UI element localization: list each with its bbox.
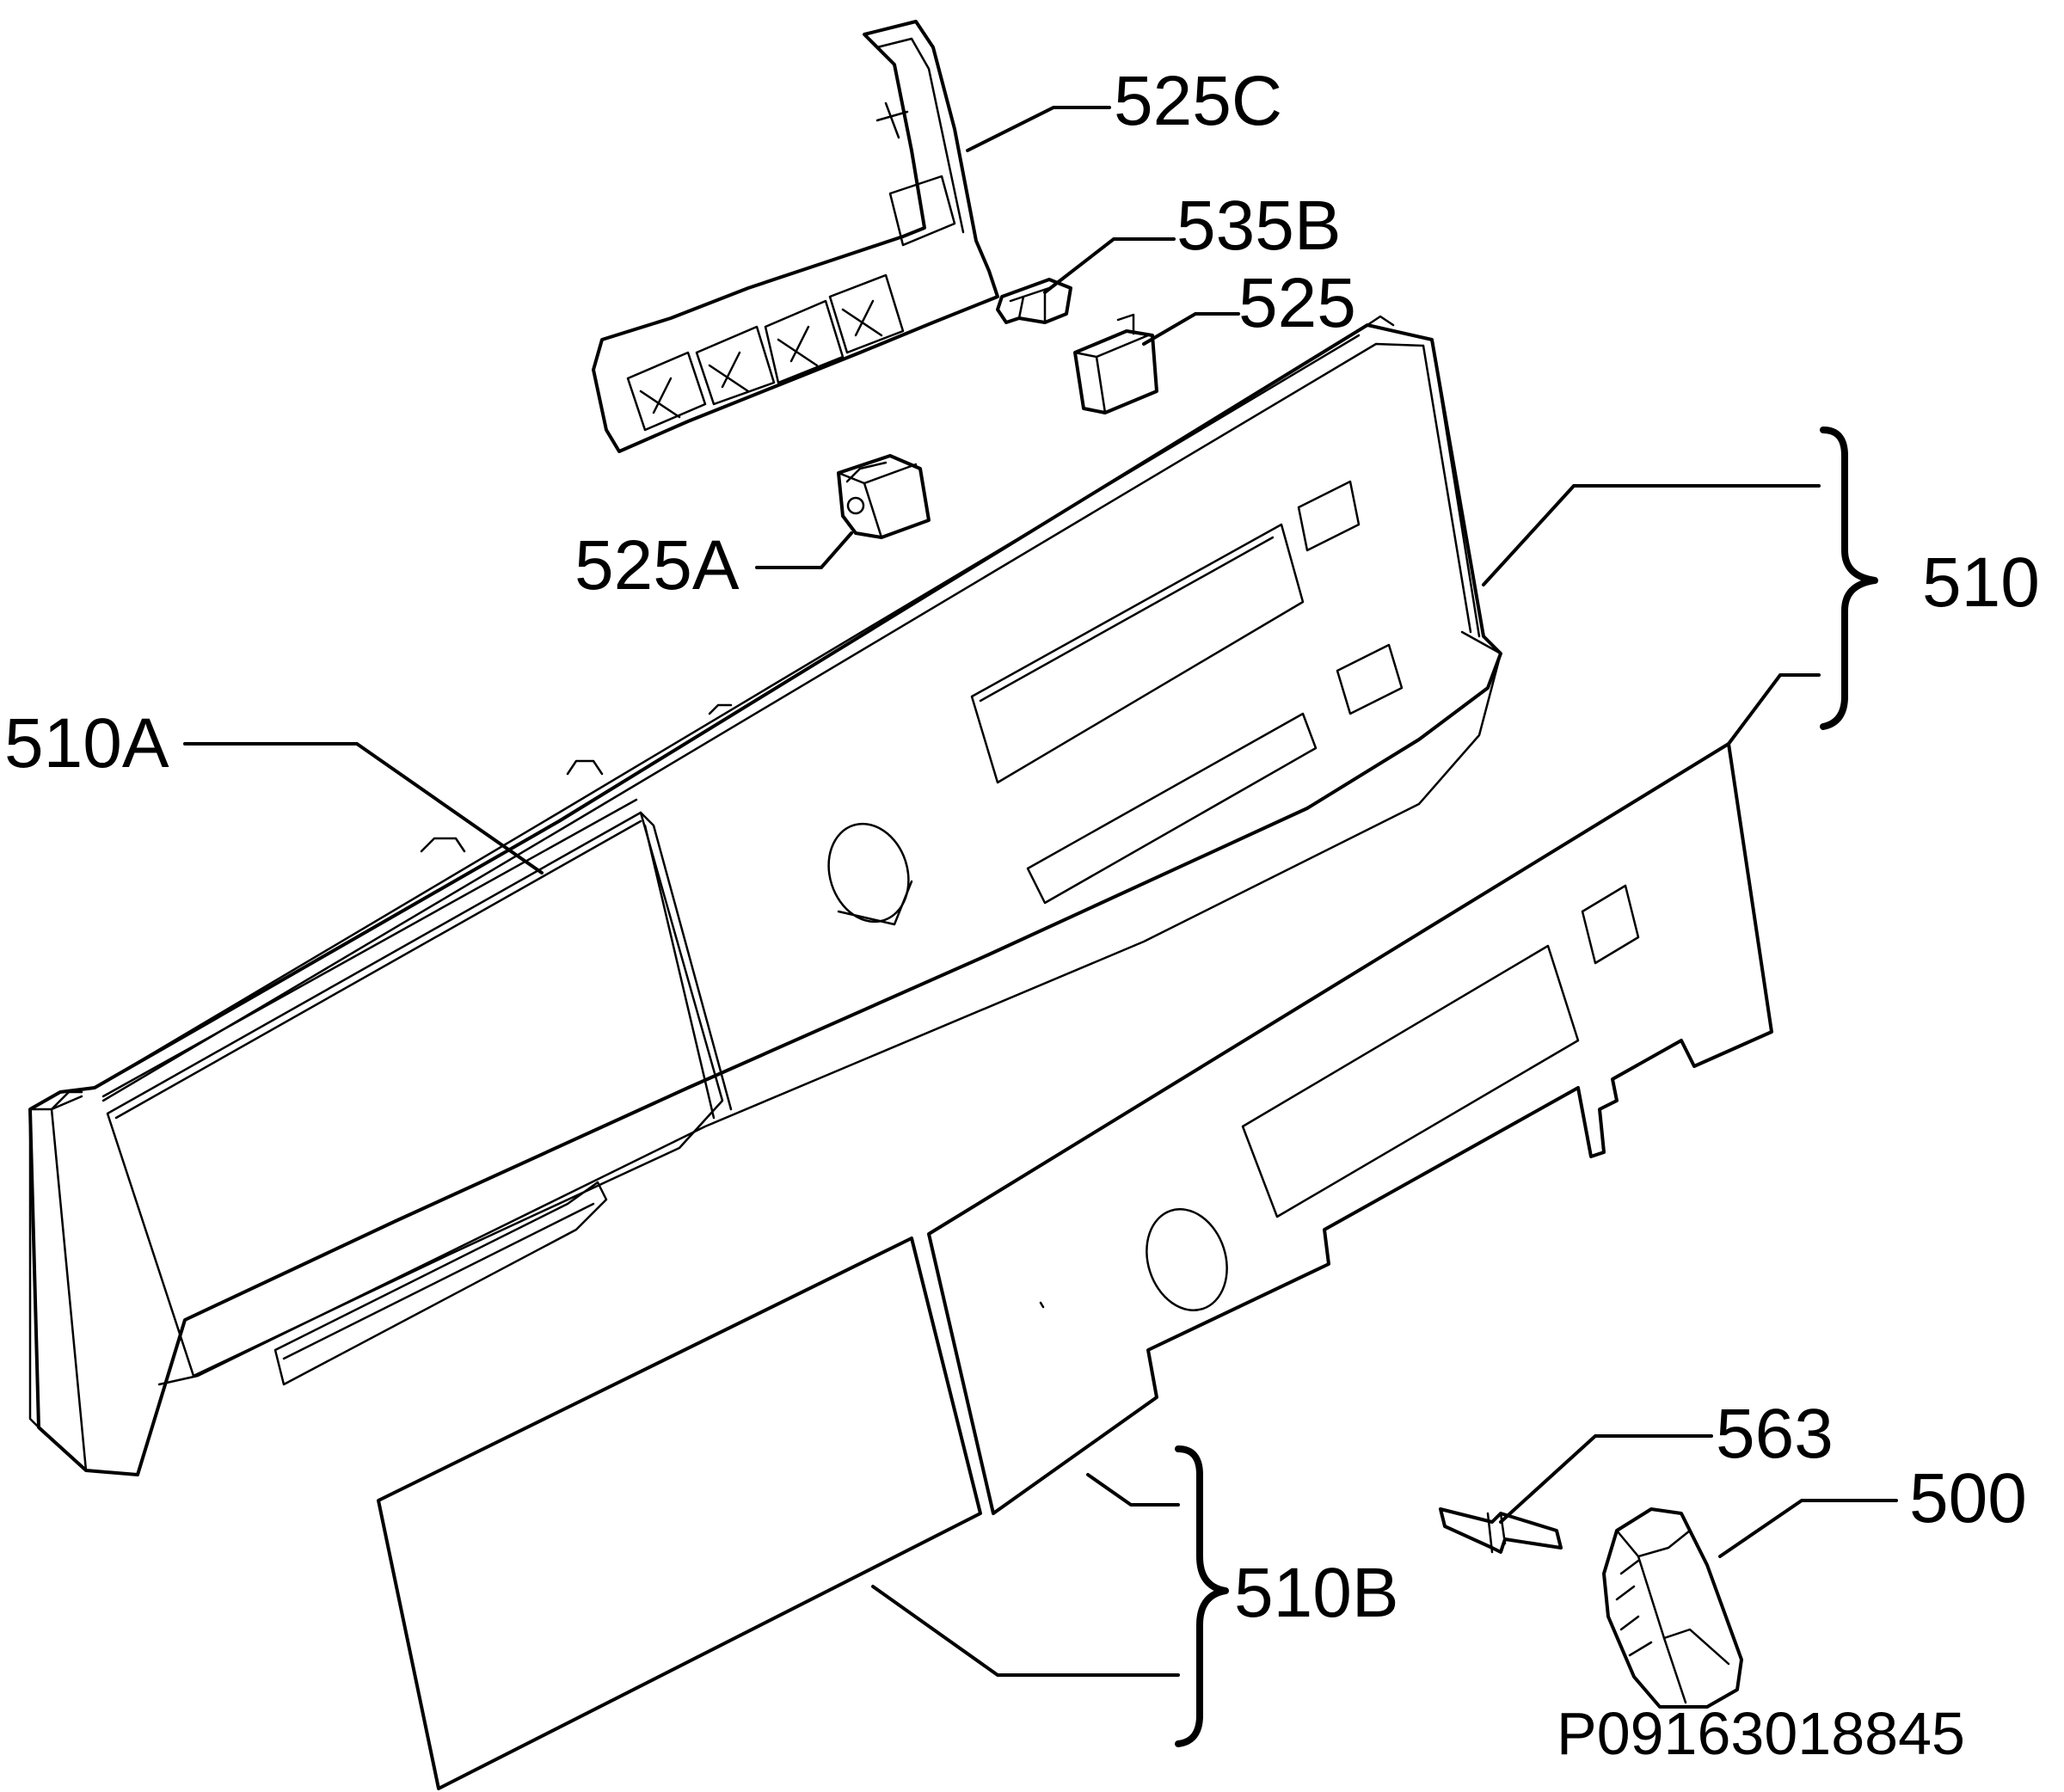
leader-500 [1718,1499,1898,1558]
drawing-code: P09163018845 [1557,1700,1965,1767]
leader-535b [1043,237,1176,294]
leader-510-lower [1727,673,1821,746]
part-535b-clip [996,278,1072,324]
leader-525c [966,106,1111,152]
part-525c-board-frame [592,20,999,453]
leader-525a [755,531,853,569]
brace-510b [1175,1445,1229,1747]
label-510b: 510B [1234,1554,1399,1632]
part-500-knob [1602,1507,1743,1709]
leader-510-upper [1482,484,1821,586]
label-535b: 535B [1176,187,1342,265]
label-500: 500 [1909,1459,2027,1537]
label-510a: 510A [4,704,169,782]
label-510: 510 [1922,543,2040,622]
label-563: 563 [1716,1395,1834,1473]
part-510b-decor-panel-right [927,742,1773,1515]
brace-510 [1820,427,1878,730]
part-525-button [1073,313,1158,414]
callout-labels: 525C 535B 525 525A 510 510A 510B 563 500… [4,62,2040,1767]
leader-lines [183,106,1898,1677]
leader-563 [1499,1434,1713,1524]
part-510-control-panel [28,315,1502,1476]
leader-510b-lower [871,1585,1180,1677]
leader-510a [183,742,544,875]
leader-525 [1142,312,1240,346]
braces [1175,427,1878,1747]
part-563-pin [1439,1507,1563,1554]
label-525: 525 [1238,264,1356,342]
part-510b-decor-panel-left [377,1237,982,1790]
part-525a-button [837,454,931,539]
label-525c: 525C [1114,62,1282,140]
leader-510b-upper [1086,1473,1180,1507]
label-525a: 525A [574,526,740,604]
